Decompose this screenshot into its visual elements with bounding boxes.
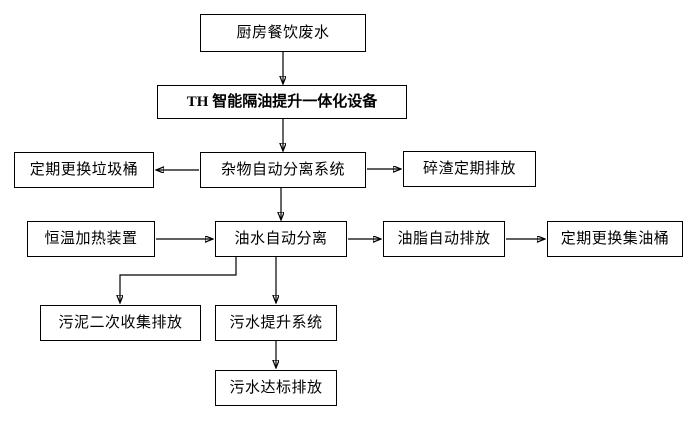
node-label: 定期更换垃圾桶 bbox=[29, 160, 139, 178]
node-constant-temp-heater: 恒温加热装置 bbox=[27, 221, 155, 257]
node-grease-auto-discharge: 油脂自动排放 bbox=[383, 221, 505, 257]
node-label: TH 智能隔油提升一体化设备 bbox=[186, 93, 378, 110]
edge-oilwater-to-sludge bbox=[120, 257, 237, 303]
node-residue-discharge: 碎渣定期排放 bbox=[403, 151, 536, 187]
node-label: 定期更换集油桶 bbox=[560, 229, 670, 247]
node-debris-auto-separation: 杂物自动分离系统 bbox=[200, 152, 366, 188]
node-th-integrated-equipment: TH 智能隔油提升一体化设备 bbox=[157, 85, 407, 119]
node-kitchen-wastewater: 厨房餐饮废水 bbox=[200, 14, 366, 52]
node-label: 污泥二次收集排放 bbox=[58, 313, 183, 331]
node-label: 污水达标排放 bbox=[229, 378, 323, 396]
node-sewage-lift-system: 污水提升系统 bbox=[215, 305, 337, 341]
node-replace-trash-bin: 定期更换垃圾桶 bbox=[14, 152, 154, 188]
node-oil-water-separation: 油水自动分离 bbox=[215, 221, 347, 257]
node-label: 污水提升系统 bbox=[229, 313, 323, 331]
node-sewage-standard-discharge: 污水达标排放 bbox=[215, 370, 337, 406]
node-label: 碎渣定期排放 bbox=[422, 159, 516, 177]
node-replace-oil-barrel: 定期更换集油桶 bbox=[547, 221, 683, 257]
node-label: 油脂自动排放 bbox=[397, 229, 491, 247]
node-label: 恒温加热装置 bbox=[44, 229, 138, 247]
node-label: 杂物自动分离系统 bbox=[220, 160, 345, 178]
node-label: 油水自动分离 bbox=[234, 229, 328, 247]
node-label: 厨房餐饮废水 bbox=[236, 23, 330, 41]
node-sludge-secondary-collection: 污泥二次收集排放 bbox=[40, 305, 201, 341]
